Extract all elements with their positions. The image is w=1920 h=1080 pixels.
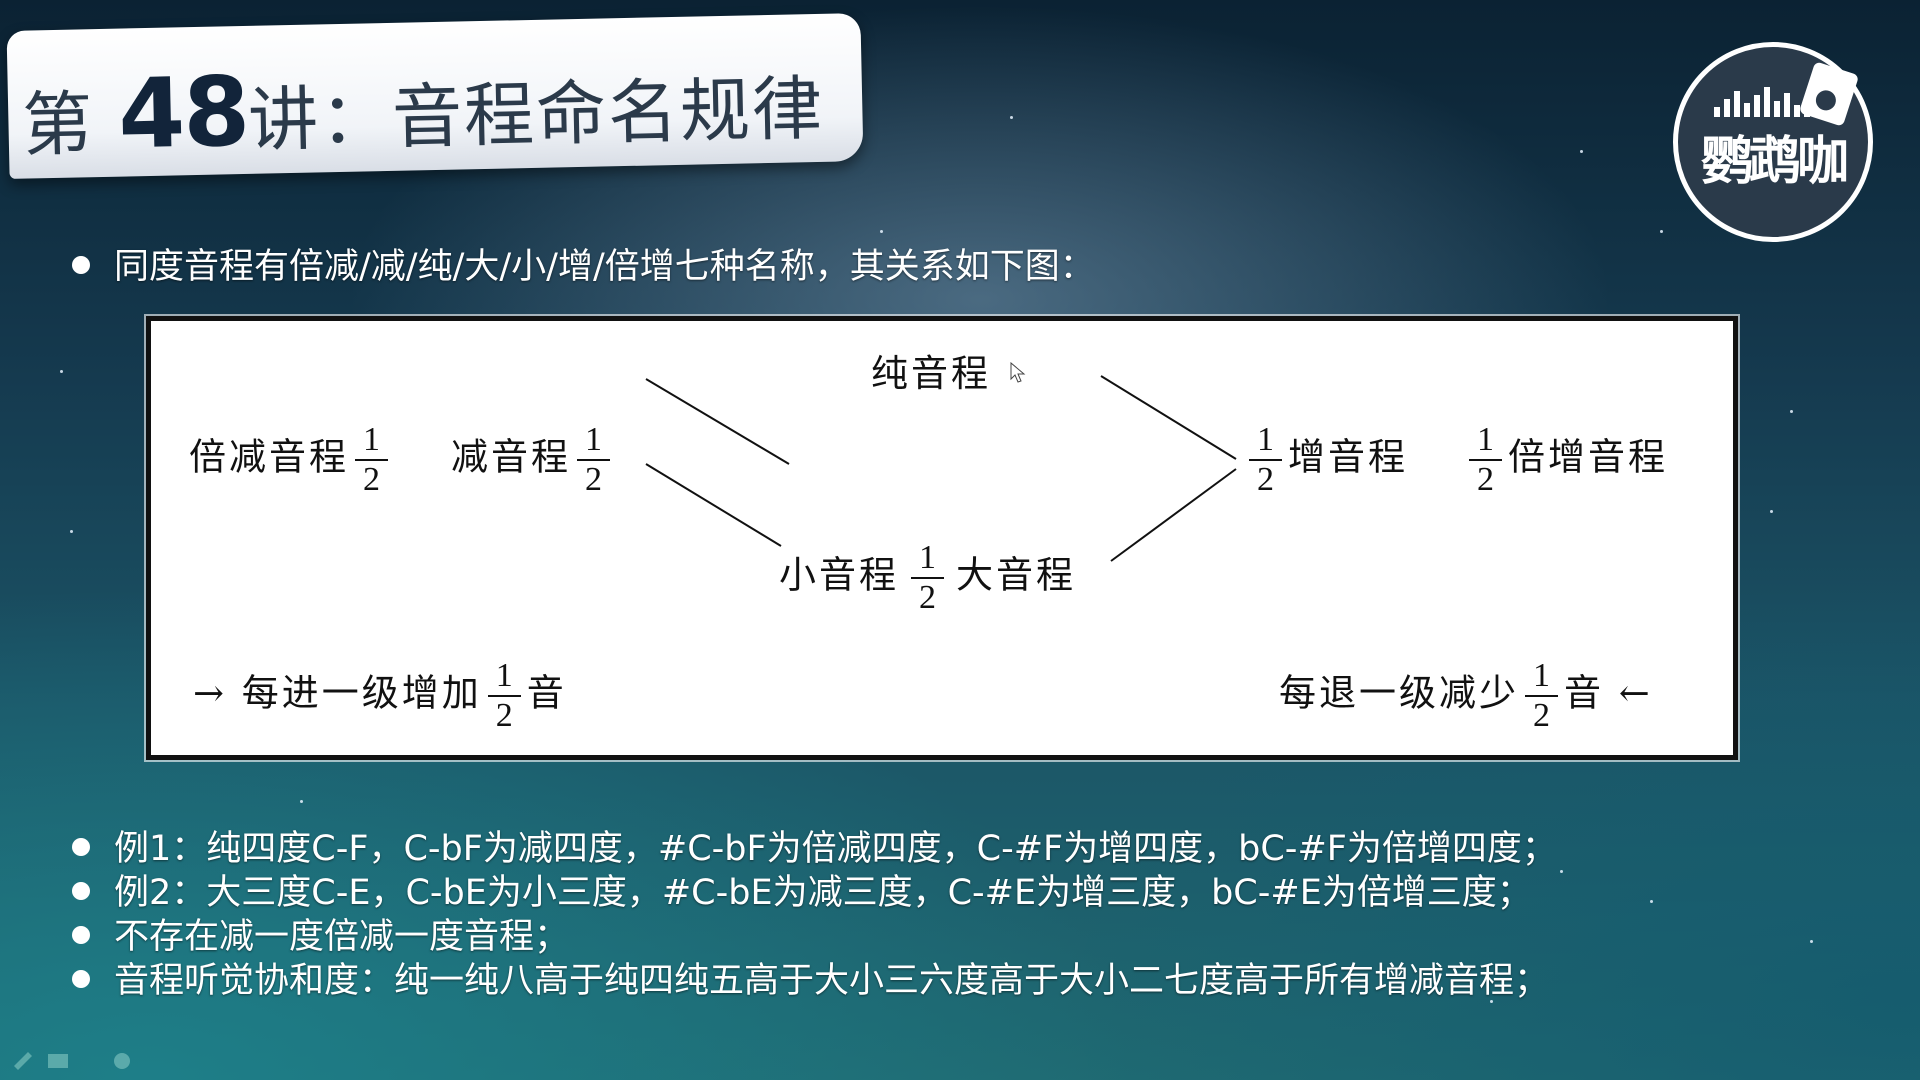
page-title: 第 48讲：音程命名规律 bbox=[21, 55, 825, 171]
bullet-dot-icon bbox=[72, 970, 90, 988]
label-pure-interval: 纯音程 bbox=[871, 352, 991, 395]
pen-icon bbox=[14, 1052, 32, 1070]
intro-bullet: 同度音程有倍减/减/纯/大/小/增/倍增七种名称，其关系如下图： bbox=[72, 238, 1095, 289]
example-bullet-1: 例1：纯四度C-F，C-bF为减四度，#C-bF为倍减四度，C-#F为增四度，b… bbox=[72, 820, 1557, 871]
lecture-number: 48 bbox=[117, 55, 250, 171]
bullet-dot-icon bbox=[72, 256, 90, 274]
line-dim-to-minor bbox=[645, 463, 782, 547]
connector-lines bbox=[645, 375, 1237, 562]
slides-icon bbox=[48, 1054, 68, 1068]
parrot-cafe-logo: 鹦鹉咖 bbox=[1673, 42, 1873, 242]
rule-bullet-3: 不存在减一度倍减一度音程； bbox=[72, 908, 569, 959]
line-major-to-aug bbox=[1110, 468, 1237, 562]
bullet-dot-icon bbox=[72, 838, 90, 856]
arrow-right-icon: → bbox=[193, 671, 228, 715]
line-dim-to-pure bbox=[645, 378, 790, 465]
mouse-cursor-icon bbox=[1010, 362, 1026, 383]
line-pure-to-aug bbox=[1100, 375, 1237, 460]
slide-toolbar[interactable] bbox=[10, 1044, 160, 1072]
intro-text: 同度音程有倍减/减/纯/大/小/增/倍增七种名称，其关系如下图： bbox=[114, 247, 1095, 287]
logo-text: 鹦鹉咖 bbox=[1700, 132, 1849, 192]
example-bullet-2: 例2：大三度C-E，C-bE为小三度，#C-bE为减三度，C-#E为增三度，bC… bbox=[72, 864, 1532, 915]
arrow-left-icon: ← bbox=[1618, 671, 1653, 715]
rule-bullet-4: 音程听觉协和度：纯一纯八高于纯四纯五高于大小三六度高于大小二七度高于所有增减音程… bbox=[72, 952, 1549, 1003]
bullet-dot-icon bbox=[72, 882, 90, 900]
sound-bars-icon bbox=[1714, 87, 1810, 117]
bullet-dot-icon bbox=[72, 926, 90, 944]
menu-icon bbox=[114, 1053, 130, 1069]
